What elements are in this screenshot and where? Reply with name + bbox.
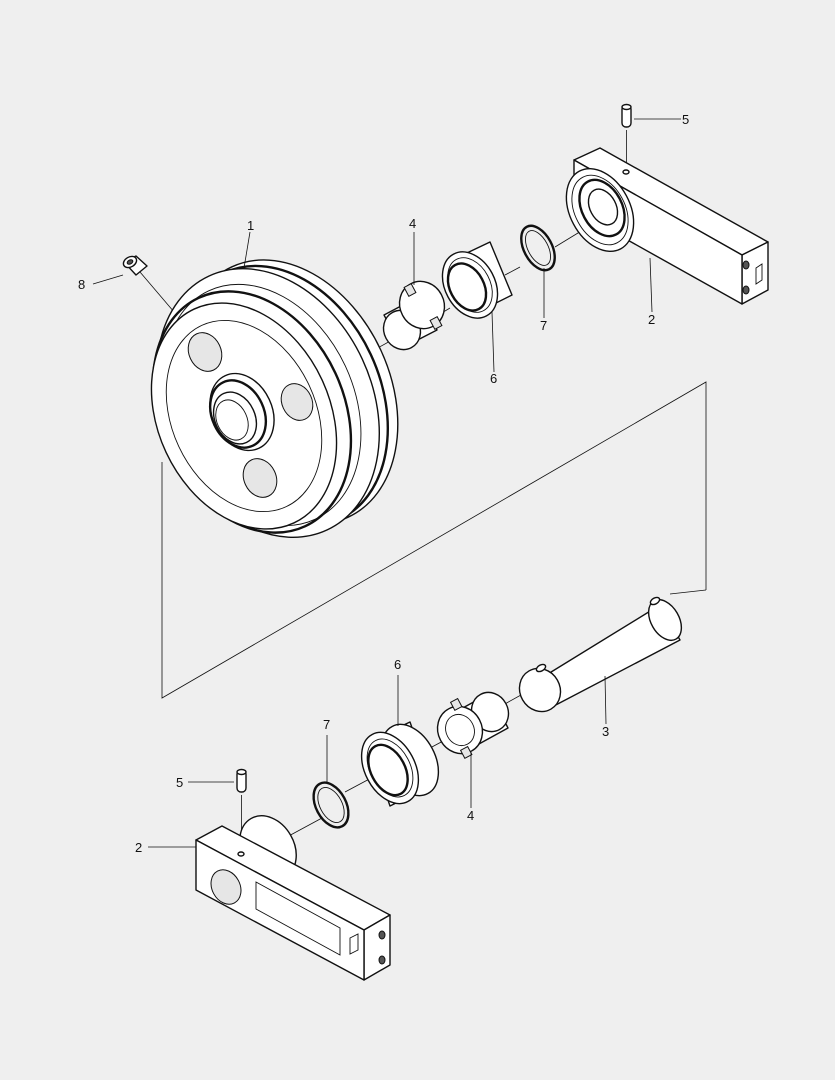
- callout-6-bottom: 6: [394, 657, 401, 672]
- collar-bushing-bottom: [436, 691, 510, 759]
- callout-7-bottom: 7: [323, 717, 330, 732]
- o-ring-top: [520, 224, 556, 272]
- bracket-top: [565, 147, 769, 305]
- callout-7-top: 7: [540, 318, 547, 333]
- idler-wheel: [150, 259, 399, 538]
- sleeve-ring-bottom: [360, 721, 440, 807]
- bracket-bottom: [195, 815, 391, 981]
- o-ring-bottom: [312, 781, 350, 829]
- callout-4-bottom: 4: [467, 808, 474, 823]
- sleeve-ring-top: [441, 241, 513, 319]
- collar-bushing-top: [382, 280, 446, 351]
- callouts: 5 4 1 8 7 6 2 6 7 3 5 4 2: [78, 112, 689, 855]
- plug: [122, 255, 148, 276]
- assembly-frame-lines: [161, 381, 707, 699]
- leader-lines: [92, 118, 681, 848]
- callout-3: 3: [602, 724, 609, 739]
- callout-1: 1: [247, 218, 254, 233]
- shaft: [518, 596, 683, 713]
- callout-5-bottom: 5: [176, 775, 183, 790]
- callout-2-bottom: 2: [135, 840, 142, 855]
- callout-6-top: 6: [490, 371, 497, 386]
- callout-2-top: 2: [648, 312, 655, 327]
- callout-5-top: 5: [682, 112, 689, 127]
- pin-top: [621, 103, 632, 172]
- callout-4-top: 4: [409, 216, 416, 231]
- callout-8: 8: [78, 277, 85, 292]
